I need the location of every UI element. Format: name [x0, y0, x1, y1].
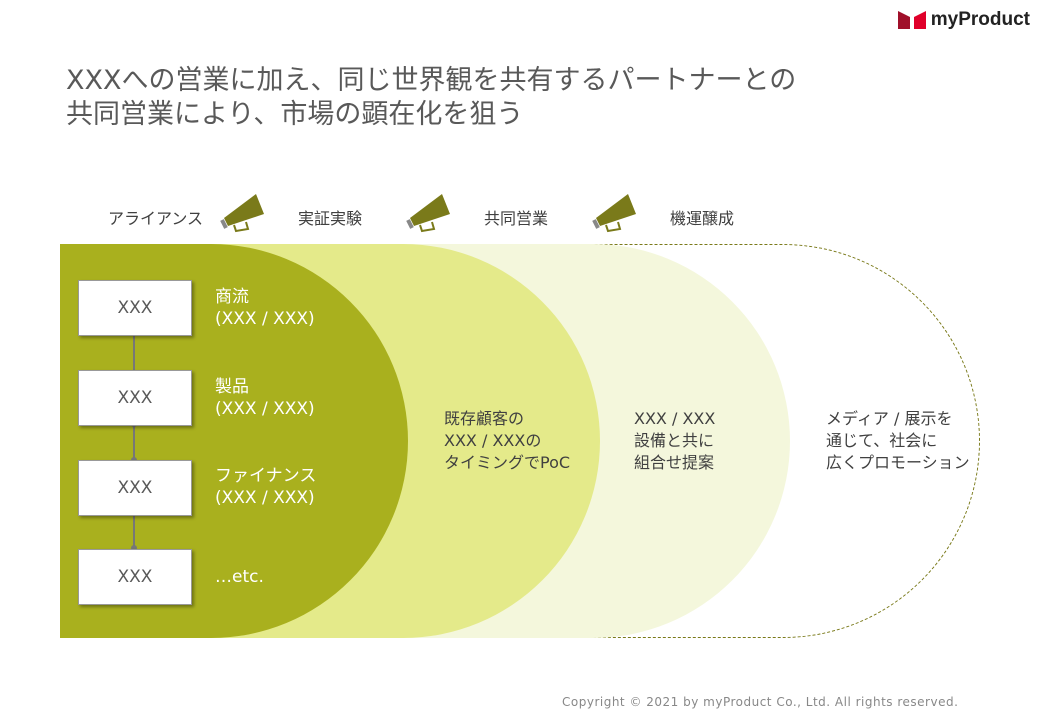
connector	[133, 424, 135, 460]
alliance-box: XXX	[78, 370, 192, 426]
alliance-label: …etc.	[215, 567, 264, 587]
megaphone-icon	[220, 194, 264, 233]
connector	[133, 334, 135, 370]
step-poc: 実証実験	[298, 209, 363, 228]
page-title: XXXへの営業に加え、同じ世界観を共有するパートナーとの 共同営業により、市場の…	[66, 64, 796, 132]
alliance-label: 製品(XXX / XXX)	[215, 377, 315, 419]
brand-name: myProduct	[930, 9, 1030, 30]
alliance-box: XXX	[78, 549, 192, 605]
title-line-2: 共同営業により、市場の顕在化を狙う	[66, 99, 524, 130]
connector-dot	[131, 545, 137, 551]
connector	[133, 514, 135, 548]
alliance-box: XXX	[78, 460, 192, 516]
alliance-label: 商流(XXX / XXX)	[215, 287, 315, 329]
brand-logo: myProduct	[897, 9, 1030, 31]
alliance-box: XXX	[78, 280, 192, 336]
megaphone-icon	[406, 194, 450, 233]
megaphone-icon	[592, 194, 636, 233]
copyright: Copyright © 2021 by myProduct Co., Ltd. …	[562, 695, 959, 709]
step-momentum: 機運醸成	[670, 209, 735, 228]
step-alliance: アライアンス	[108, 209, 204, 228]
title-line-1: XXXへの営業に加え、同じ世界観を共有するパートナーとの	[66, 65, 797, 96]
step-joint-sales: 共同営業	[484, 209, 549, 228]
phase-momentum-description: メディア / 展示を通じて、社会に広くプロモーション	[826, 409, 970, 472]
logo-mark-icon	[897, 11, 926, 29]
alliance-label: ファイナンス(XXX / XXX)	[215, 466, 317, 508]
